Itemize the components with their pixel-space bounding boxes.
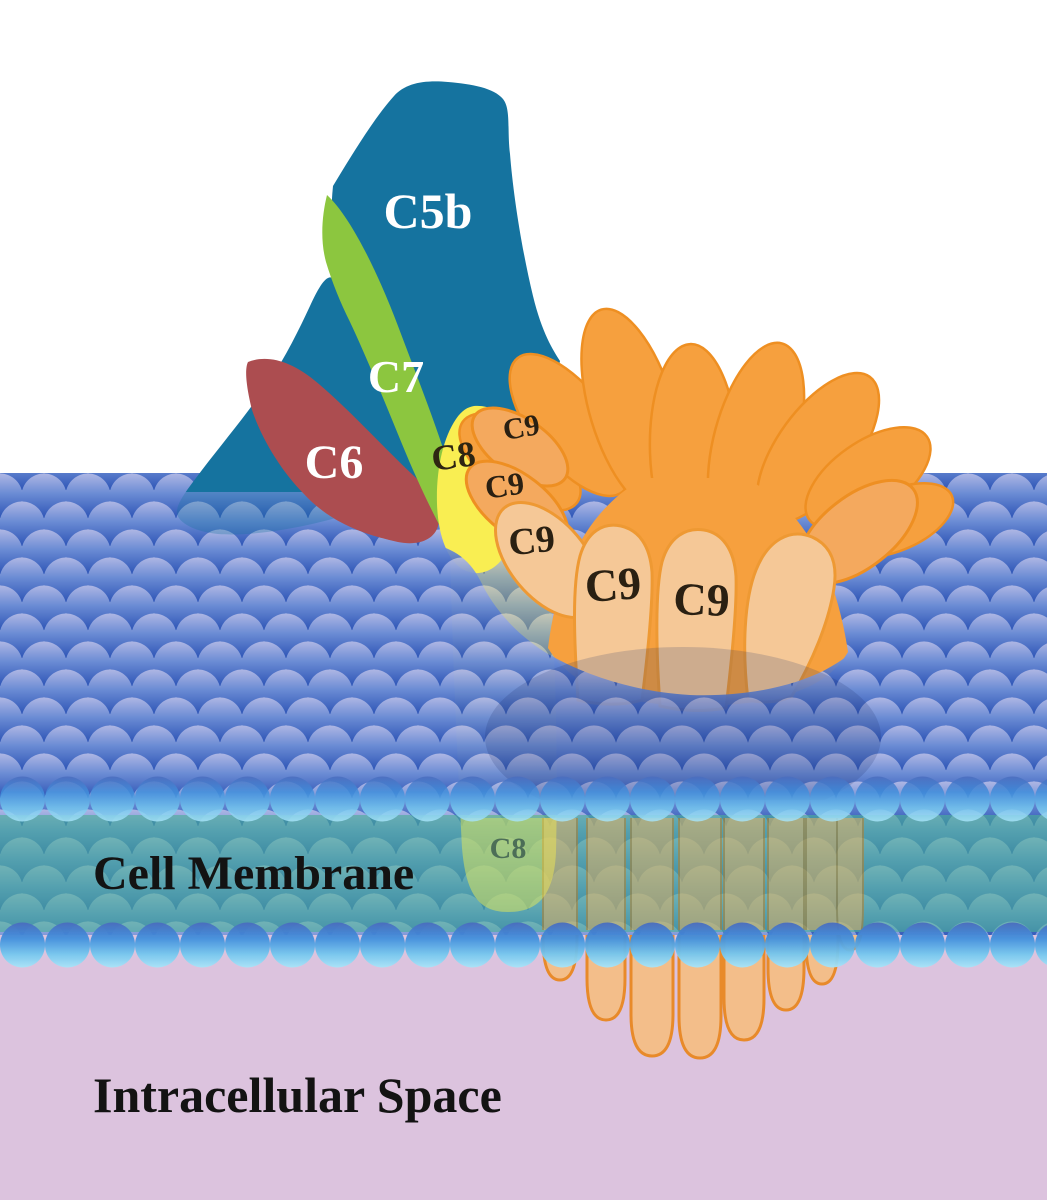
label-c8: C8: [429, 433, 478, 479]
protein-complex: [176, 81, 955, 712]
lipid-overlay-patch: [420, 544, 935, 815]
c9-front-petals: [464, 406, 919, 712]
label-c6: C6: [305, 436, 364, 489]
label-intracellular-space: Intracellular Space: [93, 1067, 502, 1123]
lipid-head-row-bottom: [0, 922, 1047, 968]
labels: C5b C7 C6 C8 C9 C9 C9 C9 C9 C8 Cell Memb…: [93, 183, 731, 1123]
label-c9-1: C9: [500, 408, 542, 447]
label-c9-5: C9: [673, 573, 731, 626]
label-c9-3: C9: [506, 518, 557, 565]
label-c9-2: C9: [483, 465, 527, 506]
label-c8-embedded: C8: [490, 832, 527, 865]
c9-fan: [458, 307, 955, 712]
label-c5b: C5b: [384, 183, 473, 239]
label-cell-membrane: Cell Membrane: [93, 847, 414, 900]
label-c9-4: C9: [583, 557, 643, 612]
lipid-head-row-top: [0, 776, 1047, 822]
label-c7: C7: [368, 351, 424, 402]
pore-shadow: [485, 647, 881, 800]
